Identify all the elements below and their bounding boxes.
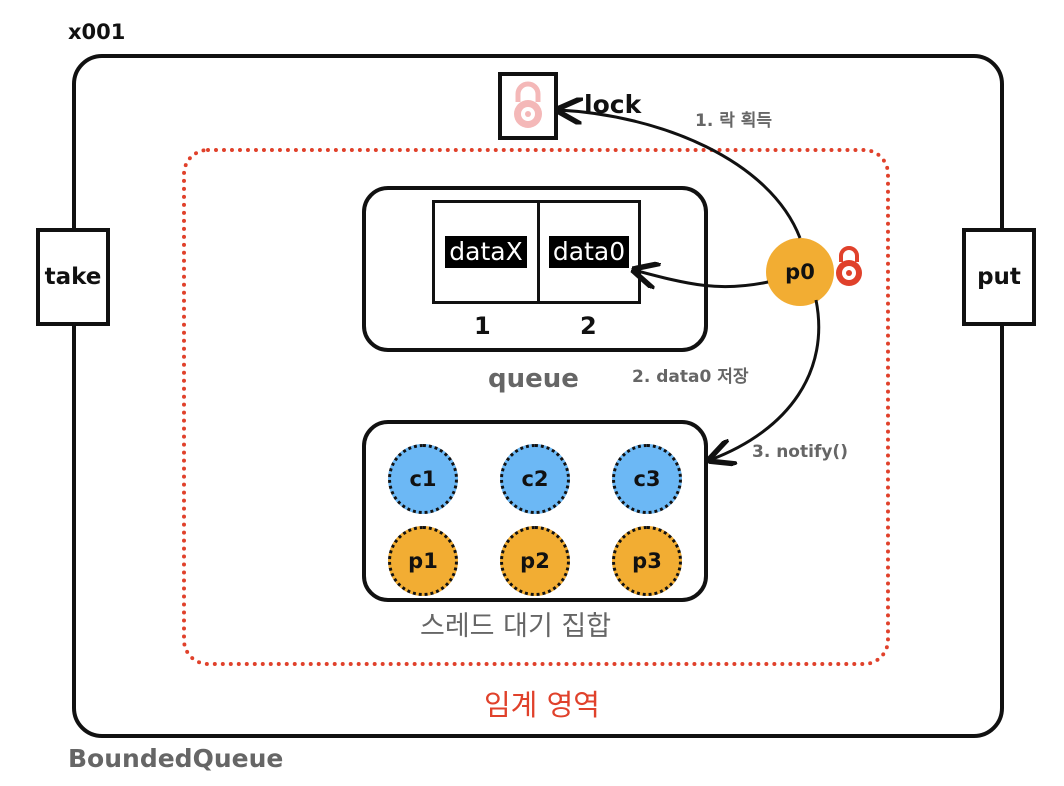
consumer-thread-c3: c3 (612, 444, 682, 514)
wait-set-box (362, 420, 708, 602)
queue-slot-value: data0 (548, 235, 630, 269)
step-notify: 3. notify() (752, 442, 848, 462)
bounded-queue-box (72, 54, 1004, 738)
producer-thread-p3: p3 (612, 526, 682, 596)
queue-label: queue (488, 364, 579, 394)
step-acquire-lock: 1. 락 획득 (695, 111, 773, 131)
queue-slot-value: dataX (445, 235, 527, 269)
take-method-box: take (36, 228, 110, 326)
consumer-thread-c2: c2 (500, 444, 570, 514)
producer-thread-p1: p1 (388, 526, 458, 596)
step-store-data: 2. data0 저장 (632, 367, 749, 387)
lock-icon (514, 81, 542, 128)
producer-thread-p2: p2 (500, 526, 570, 596)
lock-label: lock (584, 90, 642, 119)
class-name: BoundedQueue (68, 744, 284, 773)
object-id: x001 (68, 20, 126, 44)
consumer-thread-c1: c1 (388, 444, 458, 514)
lock-box (498, 72, 558, 140)
put-method-box: put (962, 228, 1036, 326)
critical-section-label: 임계 영역 (484, 688, 600, 722)
queue-slot-index: 2 (580, 312, 597, 340)
active-thread-p0: p0 (766, 238, 834, 306)
lock-icon (836, 246, 862, 286)
queue-slot-2: data0 (537, 200, 641, 304)
queue-slot-1: dataX (432, 200, 540, 304)
wait-set-label: 스레드 대기 집합 (420, 611, 612, 642)
queue-slot-index: 1 (474, 312, 491, 340)
critical-section-box (182, 148, 890, 666)
